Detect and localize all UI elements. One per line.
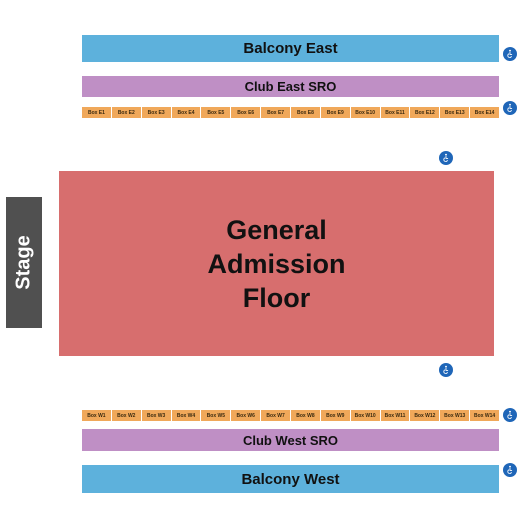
section-club-east-sro[interactable]: Club East SRO bbox=[82, 76, 499, 97]
wheelchair-icon bbox=[503, 47, 517, 61]
box-seat[interactable]: Box W3 bbox=[141, 410, 171, 421]
stage-label: Stage bbox=[12, 235, 35, 290]
box-seat[interactable]: Box E11 bbox=[380, 107, 410, 118]
box-seat[interactable]: Box E3 bbox=[141, 107, 171, 118]
box-seat[interactable]: Box E7 bbox=[261, 107, 291, 118]
section-general-admission-floor[interactable]: General Admission Floor bbox=[59, 171, 494, 356]
box-seat[interactable]: Box E14 bbox=[470, 107, 500, 118]
floor-label-line: Admission bbox=[207, 248, 346, 279]
box-seat[interactable]: Box W6 bbox=[231, 410, 261, 421]
section-balcony-west[interactable]: Balcony West bbox=[82, 465, 499, 493]
box-seat[interactable]: Box W7 bbox=[261, 410, 291, 421]
box-seat[interactable]: Box W14 bbox=[470, 410, 500, 421]
stage: Stage bbox=[6, 197, 42, 328]
wheelchair-icon bbox=[439, 363, 453, 377]
section-club-west-sro[interactable]: Club West SRO bbox=[82, 429, 499, 451]
section-label: Balcony East bbox=[243, 40, 338, 57]
section-label: Balcony West bbox=[241, 470, 340, 488]
box-seat[interactable]: Box E13 bbox=[440, 107, 470, 118]
box-seat[interactable]: Box E6 bbox=[231, 107, 261, 118]
box-seat[interactable]: Box W1 bbox=[82, 410, 111, 421]
box-seat[interactable]: Box W12 bbox=[410, 410, 440, 421]
box-seat[interactable]: Box E2 bbox=[111, 107, 141, 118]
box-seat[interactable]: Box W5 bbox=[201, 410, 231, 421]
wheelchair-icon bbox=[503, 463, 517, 477]
section-balcony-east[interactable]: Balcony East bbox=[82, 35, 499, 62]
box-seat[interactable]: Box W4 bbox=[171, 410, 201, 421]
box-seat[interactable]: Box E9 bbox=[320, 107, 350, 118]
wheelchair-icon bbox=[503, 101, 517, 115]
floor-label-line: General bbox=[226, 214, 327, 245]
box-seat[interactable]: Box W13 bbox=[440, 410, 470, 421]
box-seat[interactable]: Box E1 bbox=[82, 107, 111, 118]
box-seat[interactable]: Box E5 bbox=[201, 107, 231, 118]
floor-label-line: Floor bbox=[242, 282, 311, 313]
box-seat[interactable]: Box E4 bbox=[171, 107, 201, 118]
box-seat[interactable]: Box E8 bbox=[291, 107, 320, 118]
box-seat[interactable]: Box W8 bbox=[291, 410, 320, 421]
box-seat[interactable]: Box E10 bbox=[350, 107, 380, 118]
wheelchair-icon bbox=[503, 408, 517, 422]
box-seat[interactable]: Box W9 bbox=[320, 410, 350, 421]
box-seat[interactable]: Box E12 bbox=[410, 107, 440, 118]
box-seat[interactable]: Box W11 bbox=[380, 410, 410, 421]
box-seat[interactable]: Box W10 bbox=[350, 410, 380, 421]
wheelchair-icon bbox=[439, 151, 453, 165]
box-seat[interactable]: Box W2 bbox=[111, 410, 141, 421]
section-label: Club East SRO bbox=[244, 79, 337, 94]
section-label: Club West SRO bbox=[242, 432, 339, 448]
